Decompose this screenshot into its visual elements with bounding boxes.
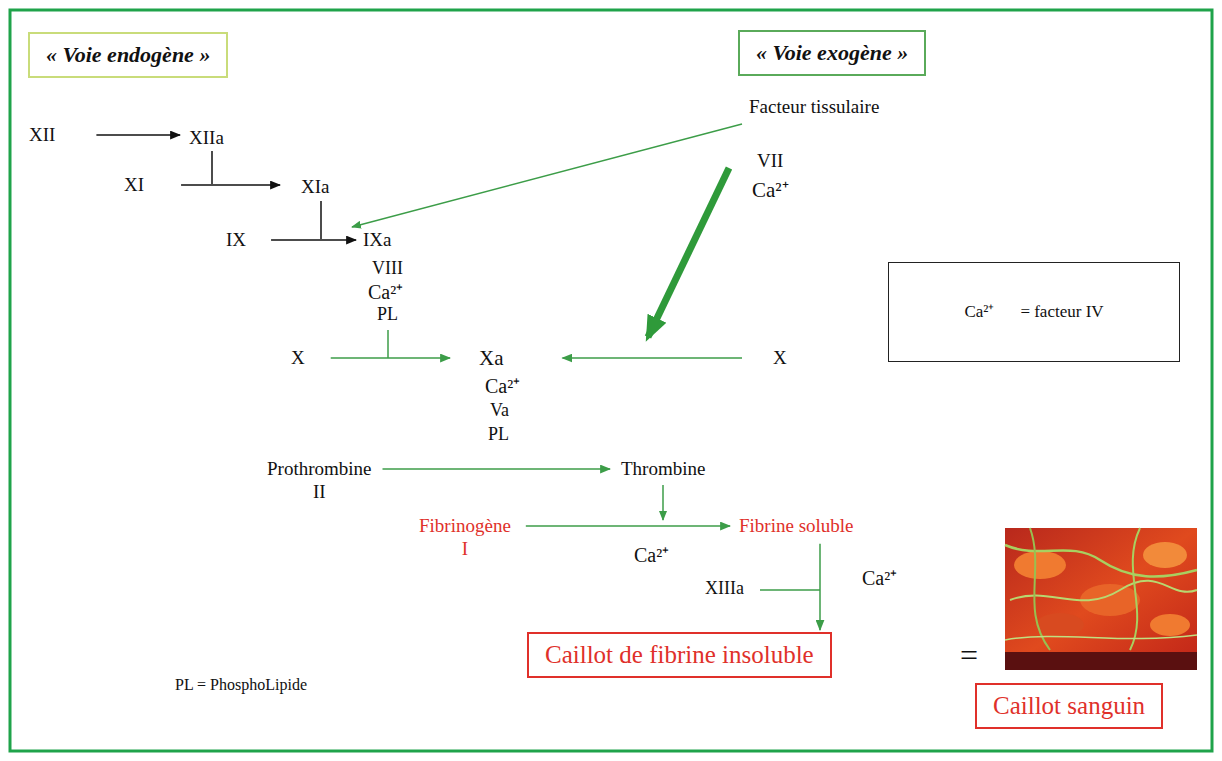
ion-label: Ca²⁺ [368,280,403,304]
red-cell [1143,542,1187,568]
red-cell [1036,613,1084,637]
node-text: Xa [479,346,504,371]
factor-label: XIIIa [705,578,744,600]
node-text: Fibrine soluble [739,515,854,538]
reaction-arrow [271,239,356,241]
node-text: XIa [301,176,329,199]
red-cell [1150,614,1190,636]
node-text: « Voie exogène » [756,40,908,66]
factor-label: XIa [300,176,330,199]
factor-label: FibrinogèneI [418,515,512,561]
node-text: Fibrinogène [419,515,511,538]
reaction-arrow [181,184,280,186]
activation-arrow [352,124,742,227]
thick-activation-arrow [648,168,729,337]
equals-sign: = [960,636,978,674]
node-text: IXa [363,229,391,252]
factor-label: Facteur tissulaire [748,96,880,119]
node-text: Thrombine [621,458,705,481]
cofactor-label: PL [488,424,509,446]
fibrin-strand [1010,581,1197,601]
reaction-arrow [819,544,821,630]
pathway-title: « Voie exogène » [738,30,926,76]
fibrin-strand [1005,635,1197,640]
node-text: IX [226,229,246,252]
factor-label: XI [123,174,145,197]
node-text: I [419,538,511,561]
factor-label: ProthrombineII [266,458,373,504]
cofactor-label: VII [757,150,783,173]
reaction-arrow [383,468,611,470]
ion-label: Ca²⁺ [862,566,897,590]
factor-label: Xa [478,346,505,371]
node-text: Prothrombine [267,458,372,481]
clot-base [1005,652,1197,670]
factor-label: Thrombine [620,458,706,481]
factor-label: IXa [362,229,392,252]
node-text: XIIa [189,127,224,150]
node-text: II [267,481,372,504]
reaction-arrow [96,134,180,136]
ion-label: Ca²⁺ [485,374,520,398]
node-text: Caillot sanguin [993,691,1145,721]
catalyst-line [211,151,213,184]
outer-frame [10,10,1212,751]
factor-label: Fibrine soluble [738,515,855,538]
reaction-arrow [331,357,450,359]
cofactor-line [387,330,389,358]
node-text: X [291,347,305,370]
clot-illustration [1005,528,1197,670]
reaction-arrow [526,525,730,527]
node-text: Ca²⁺ [964,302,994,322]
clot-ground [1005,528,1197,670]
red-cell [1014,551,1066,579]
cofactor-label: Va [490,400,509,422]
factor-label: X [290,347,306,370]
cofactor-label: PL [377,304,398,326]
catalyst-line [760,589,820,591]
factor-label: XII [28,124,56,147]
note-box: Ca²⁺ = facteur IV [888,262,1180,362]
catalyst-arrow [662,485,664,520]
factor-label: XIIa [188,127,225,150]
fibrin-strand [1130,528,1140,650]
catalyst-line [320,201,322,239]
node-text: XI [124,174,144,197]
pathway-title: « Voie endogène » [28,32,228,78]
fibrin-strand [1030,528,1050,650]
result-box: Caillot sanguin [975,683,1163,729]
note-text: PL = PhosphoLipide [175,675,307,694]
node-text: XII [29,124,55,147]
ion-label: Ca²⁺ [634,543,669,567]
result-box: Caillot de fibrine insoluble [527,632,832,678]
reaction-arrow [563,357,743,359]
node-text: Facteur tissulaire [749,96,879,119]
factor-label: IX [225,229,247,252]
node-text: = facteur IV [1020,302,1103,322]
node-text: X [773,347,787,370]
ion-label: Ca²⁺ [752,178,789,203]
node-text: « Voie endogène » [46,42,210,68]
node-text: Caillot de fibrine insoluble [545,640,814,670]
cofactor-label: VIII [372,258,403,280]
factor-label: X [772,347,788,370]
